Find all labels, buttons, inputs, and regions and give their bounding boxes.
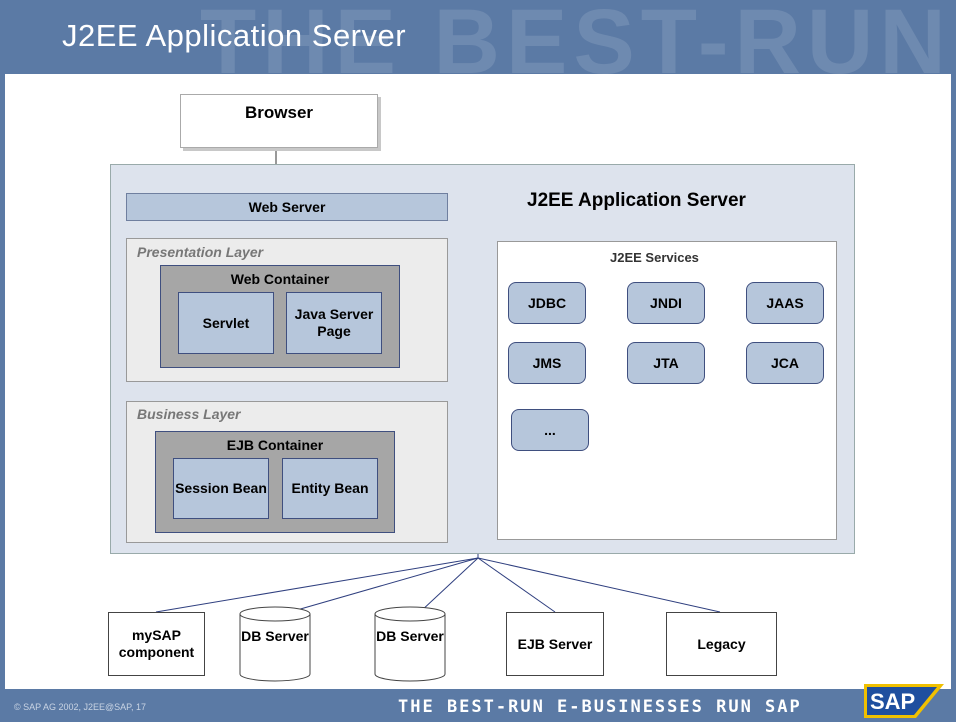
- service-jca: JCA: [746, 342, 824, 384]
- app-server-title: J2EE Application Server: [527, 190, 746, 211]
- jsp-box: Java Server Page: [286, 292, 382, 354]
- service-jaas: JAAS: [746, 282, 824, 324]
- header-bar: THE BEST-RUN E-BUSINESSES J2EE Applicati…: [0, 0, 956, 74]
- presentation-layer-title: Presentation Layer: [137, 244, 264, 260]
- frame-right-border: [951, 0, 956, 722]
- link-mysap: [155, 557, 479, 613]
- business-layer-title: Business Layer: [137, 406, 241, 422]
- footer-bar: [0, 689, 956, 722]
- db-server-cylinder-1: [239, 606, 311, 682]
- service-more: ...: [511, 409, 589, 451]
- link-ejbserver: [477, 557, 556, 613]
- browser-box: Browser: [180, 94, 378, 148]
- legacy-box: Legacy: [666, 612, 777, 676]
- header-watermark: THE BEST-RUN E-BUSINESSES: [200, 0, 956, 74]
- service-jndi: JNDI: [627, 282, 705, 324]
- db-server-label-1: DB Server: [241, 628, 309, 644]
- entity-bean-box: Entity Bean: [282, 458, 378, 519]
- service-jdbc: JDBC: [508, 282, 586, 324]
- ejb-server-box: EJB Server: [506, 612, 604, 676]
- db-server-cylinder-2: [374, 606, 446, 682]
- session-bean-box: Session Bean: [173, 458, 269, 519]
- link-db2: [419, 557, 479, 613]
- sap-logo-text: SAP: [870, 689, 915, 714]
- service-jms: JMS: [508, 342, 586, 384]
- copyright-text: © SAP AG 2002, J2EE@SAP, 17: [14, 702, 147, 712]
- service-jta: JTA: [627, 342, 705, 384]
- db-server-label-2: DB Server: [376, 628, 444, 644]
- web-server-box: Web Server: [126, 193, 448, 221]
- sap-logo: SAP: [864, 684, 944, 718]
- ejb-container-title: EJB Container: [226, 437, 324, 453]
- servlet-box: Servlet: [178, 292, 274, 354]
- link-db1: [289, 557, 479, 613]
- j2ee-services-title: J2EE Services: [610, 250, 699, 265]
- footer-slogan: THE BEST-RUN E-BUSINESSES RUN SAP: [398, 697, 802, 717]
- link-legacy: [477, 557, 721, 613]
- slide-title: J2EE Application Server: [62, 18, 407, 53]
- web-container-title: Web Container: [230, 271, 330, 287]
- frame-left-border: [0, 0, 5, 722]
- mysap-component-box: mySAP component: [108, 612, 205, 676]
